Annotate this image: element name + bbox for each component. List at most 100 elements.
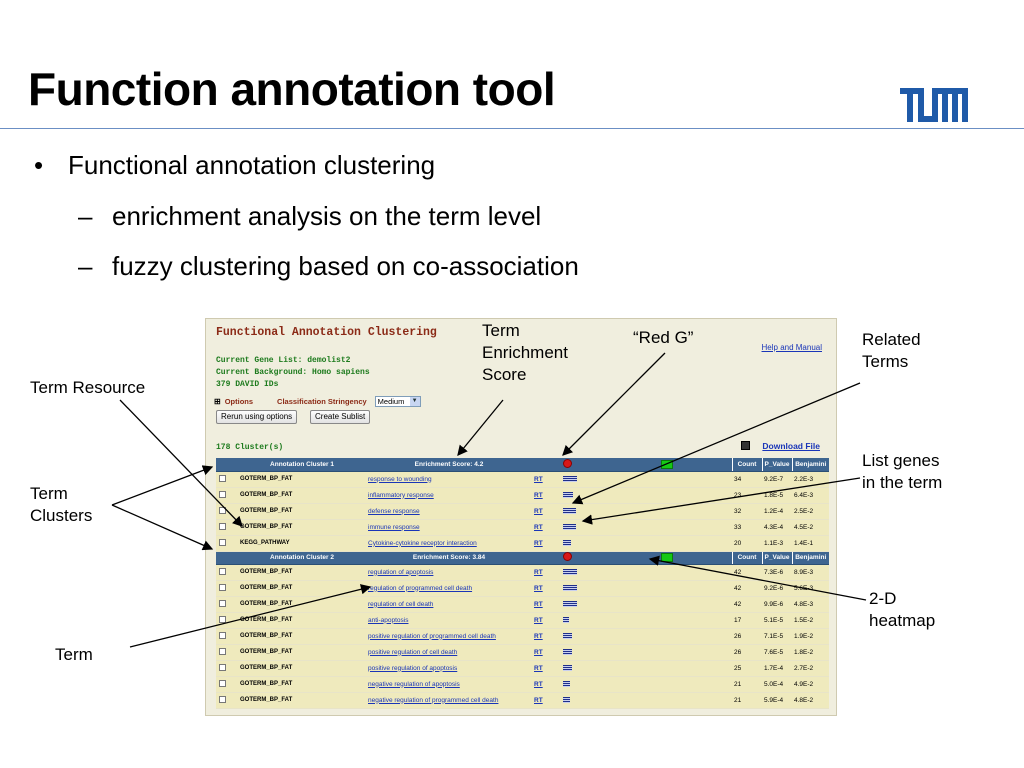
term-link[interactable]: Cytokine-cytokine receptor interaction: [366, 535, 532, 552]
gene-list-bar[interactable]: [563, 539, 571, 546]
count: 42: [732, 580, 762, 597]
row-checkbox[interactable]: [219, 599, 226, 607]
gene-list-bar[interactable]: [563, 648, 572, 655]
david-title: Functional Annotation Clustering: [216, 326, 437, 339]
annotation-line: Terms: [862, 352, 909, 371]
rt-link[interactable]: RT: [532, 628, 561, 645]
term-link[interactable]: positive regulation of programmed cell d…: [366, 628, 532, 645]
create-sublist-button[interactable]: Create Sublist: [310, 410, 371, 424]
checkbox-cell: [216, 660, 238, 677]
rt-link[interactable]: RT: [532, 580, 561, 597]
gene-list-bar[interactable]: [563, 600, 577, 607]
term-link[interactable]: anti-apoptosis: [366, 612, 532, 629]
rt-link[interactable]: RT: [532, 612, 561, 629]
david-ids-label: 379 DAVID IDs: [216, 380, 279, 389]
p-value: 7.6E-5: [762, 644, 792, 661]
gene-list-bar[interactable]: [563, 680, 570, 687]
term-link[interactable]: regulation of apoptosis: [366, 564, 532, 581]
term-link[interactable]: positive regulation of apoptosis: [366, 660, 532, 677]
stringency-select[interactable]: Medium ▼: [374, 396, 421, 407]
count: 21: [732, 692, 762, 709]
row-checkbox[interactable]: [219, 522, 226, 530]
annotation-enrichment-score: Term Enrichment Score: [482, 320, 568, 386]
term-link[interactable]: negative regulation of apoptosis: [366, 676, 532, 693]
rt-link[interactable]: RT: [532, 519, 561, 536]
gene-list-bar[interactable]: [563, 696, 570, 703]
row-checkbox[interactable]: [219, 583, 226, 591]
red-g-icon[interactable]: [563, 458, 572, 468]
rt-link[interactable]: RT: [532, 487, 561, 504]
arrow-term-clusters-1: [111, 465, 214, 506]
gene-list-bar[interactable]: [563, 664, 572, 671]
gene-list-bar[interactable]: [563, 616, 569, 623]
category: GOTERM_BP_FAT: [238, 628, 366, 645]
options-link[interactable]: Options: [224, 397, 254, 406]
gene-list-bar[interactable]: [563, 584, 577, 591]
row-checkbox[interactable]: [219, 615, 226, 623]
count: 17: [732, 612, 762, 629]
term-link[interactable]: positive regulation of cell death: [366, 644, 532, 661]
category: KEGG_PATHWAY: [238, 535, 366, 552]
category: GOTERM_BP_FAT: [238, 612, 366, 629]
col-pvalue: P_Value: [761, 458, 792, 472]
annotation-line: Term: [482, 321, 520, 340]
gene-list-bar[interactable]: [563, 491, 573, 498]
row-checkbox[interactable]: [219, 647, 226, 655]
header-spacer: [532, 551, 561, 565]
rt-link[interactable]: RT: [532, 676, 561, 693]
red-g-icon[interactable]: [563, 552, 572, 561]
rt-link[interactable]: RT: [532, 564, 561, 581]
row-checkbox[interactable]: [219, 567, 226, 575]
rt-link[interactable]: RT: [532, 644, 561, 661]
checkbox-cell: [216, 535, 238, 552]
rt-link[interactable]: RT: [532, 596, 561, 613]
annotation-term: Term: [55, 645, 93, 664]
dash-marker: –: [78, 201, 93, 231]
gene-list-bar[interactable]: [563, 475, 577, 482]
enrichment-score: Enrichment Score: 3.84: [366, 551, 532, 565]
row-checkbox[interactable]: [219, 631, 226, 639]
benjamini: 2.7E-2: [792, 660, 829, 677]
row-checkbox[interactable]: [219, 679, 226, 687]
gene-list-bar[interactable]: [563, 507, 576, 514]
row-spacer: [659, 644, 732, 661]
row-checkbox[interactable]: [219, 538, 226, 546]
term-link[interactable]: response to wounding: [366, 471, 532, 488]
term-link[interactable]: defense response: [366, 503, 532, 520]
row-checkbox[interactable]: [219, 490, 226, 498]
download-icon[interactable]: [741, 441, 750, 450]
rt-link[interactable]: RT: [532, 660, 561, 677]
rerun-button[interactable]: Rerun using options: [216, 410, 298, 424]
p-value: 5.0E-4: [762, 676, 792, 693]
row-checkbox[interactable]: [219, 695, 226, 703]
heatmap-icon[interactable]: [661, 553, 673, 562]
row-spacer: [659, 676, 732, 693]
term-link[interactable]: inflammatory response: [366, 487, 532, 504]
download-link[interactable]: Download File: [762, 441, 820, 451]
expand-icon[interactable]: ⊞: [214, 397, 221, 406]
category: GOTERM_BP_FAT: [238, 471, 366, 488]
term-link[interactable]: regulation of programmed cell death: [366, 580, 532, 597]
annotation-line: Score: [482, 365, 527, 384]
annotation-line: 2-D: [869, 589, 897, 608]
gene-list-bar[interactable]: [563, 632, 572, 639]
rt-link[interactable]: RT: [532, 503, 561, 520]
rt-link[interactable]: RT: [532, 535, 561, 552]
help-link[interactable]: Help and Manual: [761, 343, 822, 352]
term-link[interactable]: regulation of cell death: [366, 596, 532, 613]
heatmap-icon[interactable]: [661, 459, 673, 469]
term-link[interactable]: immune response: [366, 519, 532, 536]
gene-list-bar[interactable]: [563, 523, 576, 530]
row-checkbox[interactable]: [219, 474, 226, 482]
rt-link[interactable]: RT: [532, 692, 561, 709]
row-checkbox[interactable]: [219, 663, 226, 671]
gene-list-bar[interactable]: [563, 568, 577, 575]
col-count: Count: [731, 458, 762, 472]
term-link[interactable]: negative regulation of programmed cell d…: [366, 692, 532, 709]
rt-link[interactable]: RT: [532, 471, 561, 488]
row-checkbox[interactable]: [219, 506, 226, 514]
